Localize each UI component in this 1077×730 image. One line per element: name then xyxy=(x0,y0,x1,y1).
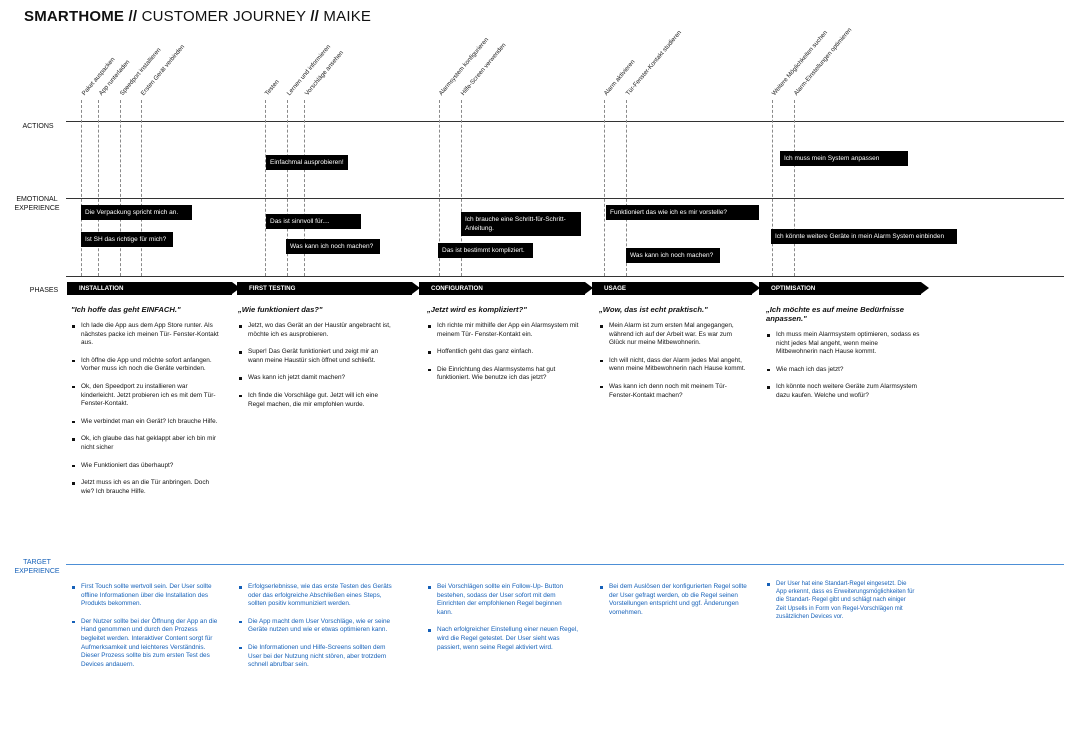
list-item: Wie verbindet man ein Gerät? Ich brauche… xyxy=(71,418,223,427)
column-quote: „Wie funktioniert das?" xyxy=(238,305,323,314)
phase-installation: INSTALLATION xyxy=(67,282,240,295)
phase-optimisation: OPTIMISATION xyxy=(759,282,929,295)
target-line xyxy=(66,564,1064,565)
emotional-line xyxy=(66,198,1064,199)
title-separator: // xyxy=(310,8,320,25)
phase-column-configuration: „Jetzt wird es kompliziert?" Ich richte … xyxy=(427,305,579,392)
target-item: Erfolgserlebnisse, wie das erste Testen … xyxy=(238,583,393,609)
phase-configuration: CONFIGURATION xyxy=(419,282,593,295)
emotion-box: Die Verpackung spricht mich an. xyxy=(81,205,192,220)
step-line xyxy=(287,100,288,276)
list-item: Jetzt, wo das Gerät an der Haustür angeb… xyxy=(238,322,393,339)
list-item: Ich lade die App aus dem App Store runte… xyxy=(71,322,223,348)
target-column-usage: Bei dem Auslösen der konfigurierten Rege… xyxy=(599,583,749,626)
action-label: Hilfe-Screen verwenden xyxy=(459,41,508,97)
list-item: Ich öffne die App und möchte sofort anfa… xyxy=(71,357,223,374)
target-column-first-testing: Erfolgserlebnisse, wie das erste Testen … xyxy=(238,583,393,679)
step-line xyxy=(626,100,627,276)
list-item: Ich muss mein Alarmsystem optimieren, so… xyxy=(766,331,920,357)
target-item: Nach erfolgreicher Einstellung einer neu… xyxy=(427,626,579,652)
row-label-emotional-line1: EMOTIONAL xyxy=(16,196,58,203)
target-column-optimisation: Der User hat eine Standart-Regel eingese… xyxy=(766,580,916,630)
action-label: Ersten Gerät verbinden xyxy=(139,43,187,97)
list-item: Ich richte mir mithilfe der App ein Alar… xyxy=(427,322,579,339)
target-item: First Touch sollte wertvoll sein. Der Us… xyxy=(71,583,221,609)
list-item: Super! Das Gerät funktioniert und zeigt … xyxy=(238,348,393,365)
emotion-box: Ich könnte weitere Geräte in mein Alarm … xyxy=(771,229,957,244)
phase-usage: USAGE xyxy=(592,282,760,295)
target-item: Bei dem Auslösen der konfigurierten Rege… xyxy=(599,583,749,617)
step-line xyxy=(604,100,605,276)
step-line xyxy=(461,100,462,276)
row-label-emotional: EMOTIONAL EXPERIENCE xyxy=(12,195,62,213)
phase-column-first-testing: „Wie funktioniert das?" Jetzt, wo das Ge… xyxy=(238,305,393,418)
list-item: Wie mach ich das jetzt? xyxy=(766,366,920,375)
row-label-target-line2: EXPERIENCE xyxy=(14,568,60,575)
column-quote: „Ich möchte es auf meine Bedürfnisse anp… xyxy=(766,305,904,323)
list-item: Die Einrichtung des Alarmsystems hat gut… xyxy=(427,366,579,383)
phases-top-line xyxy=(66,276,1064,277)
phase-first-testing: FIRST TESTING xyxy=(237,282,420,295)
list-item: Ich könnte noch weitere Geräte zum Alarm… xyxy=(766,383,920,400)
step-line xyxy=(120,100,121,276)
step-line xyxy=(141,100,142,276)
phase-column-installation: "Ich hoffe das geht EINFACH." Ich lade d… xyxy=(71,305,223,505)
emotion-box: Was kann ich noch machen? xyxy=(286,239,380,254)
list-item: Mein Alarm ist zum ersten Mal angegangen… xyxy=(599,322,749,348)
target-item: Die Informationen und Hilfe-Screens soll… xyxy=(238,644,393,670)
step-line xyxy=(265,100,266,276)
row-label-target: TARGET EXPERIENCE xyxy=(12,558,62,576)
step-line xyxy=(772,100,773,276)
row-label-actions: ACTIONS xyxy=(22,123,54,130)
emotion-box: Ich brauche eine Schritt-für-Schritt-Anl… xyxy=(461,212,581,236)
column-quote: "Ich hoffe das geht EINFACH." xyxy=(71,305,181,314)
emotion-box: Was kann ich noch machen? xyxy=(626,248,720,263)
action-box: Einfachmal ausprobieren! xyxy=(266,155,348,170)
list-item: Ich will nicht, dass der Alarm jedes Mal… xyxy=(599,357,749,374)
action-box: Ich muss mein System anpassen xyxy=(780,151,908,166)
emotion-box: Ist SH das richtige für mich? xyxy=(81,232,173,247)
action-label: Testen xyxy=(263,78,281,97)
step-line xyxy=(794,100,795,276)
list-item: Hoffentlich geht das ganz einfach. xyxy=(427,348,579,357)
list-item: Jetzt muss ich es an die Tür anbringen. … xyxy=(71,479,223,496)
list-item: Was kann ich jetzt damit machen? xyxy=(238,374,393,383)
actions-line xyxy=(66,121,1064,122)
target-item: Der Nutzer sollte bei der Öffnung der Ap… xyxy=(71,618,221,670)
list-item: Ok, ich glaube das hat geklappt aber ich… xyxy=(71,435,223,452)
title-subject: CUSTOMER JOURNEY xyxy=(137,8,311,25)
target-column-configuration: Bei Vorschlägen sollte ein Follow-Up- Bu… xyxy=(427,583,579,661)
step-line xyxy=(81,100,82,276)
column-quote: „Wow, das ist echt praktisch." xyxy=(599,305,708,314)
emotion-box: Das ist sinnvoll für.... xyxy=(266,214,361,229)
row-label-phases: PHASES xyxy=(29,287,59,294)
title-brand: SMARTHOME // xyxy=(24,8,138,25)
list-item: Was kann ich denn noch mit meinem Tür- F… xyxy=(599,383,749,400)
step-line xyxy=(304,100,305,276)
emotion-box: Funktioniert das wie ich es mir vorstell… xyxy=(606,205,759,220)
step-line xyxy=(439,100,440,276)
phase-column-optimisation: „Ich möchte es auf meine Bedürfnisse anp… xyxy=(766,305,920,410)
emotion-box: Das ist bestimmt kompliziert. xyxy=(438,243,533,258)
list-item: Ok, den Speedport zu installieren war ki… xyxy=(71,383,223,409)
page-title: SMARTHOME // CUSTOMER JOURNEY // MAIKE xyxy=(24,8,371,25)
row-label-target-line1: TARGET xyxy=(23,559,51,566)
step-line xyxy=(98,100,99,276)
row-label-emotional-line2: EXPERIENCE xyxy=(14,205,60,212)
target-item: Der User hat eine Standart-Regel eingese… xyxy=(766,580,916,621)
title-persona: MAIKE xyxy=(319,8,372,25)
target-column-installation: First Touch sollte wertvoll sein. Der Us… xyxy=(71,583,221,678)
column-quote: „Jetzt wird es kompliziert?" xyxy=(427,305,527,314)
target-item: Bei Vorschlägen sollte ein Follow-Up- Bu… xyxy=(427,583,579,617)
phase-column-usage: „Wow, das ist echt praktisch." Mein Alar… xyxy=(599,305,749,409)
list-item: Wie Funktioniert das überhaupt? xyxy=(71,462,223,471)
target-item: Die App macht dem User Vorschläge, wie e… xyxy=(238,618,393,635)
list-item: Ich finde die Vorschläge gut. Jetzt will… xyxy=(238,392,393,409)
